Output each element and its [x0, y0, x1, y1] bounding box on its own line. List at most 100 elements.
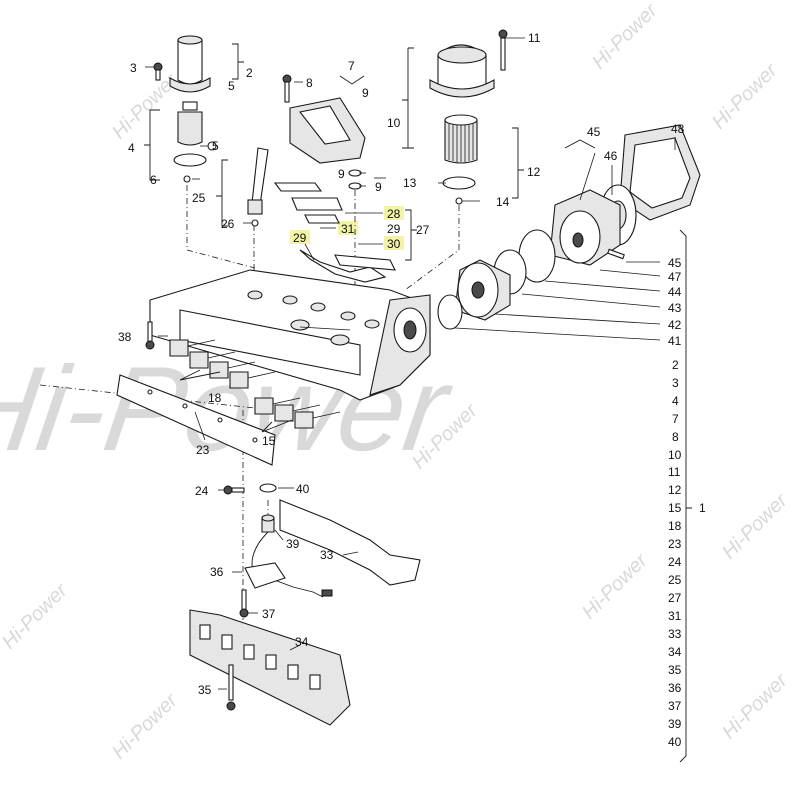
highlight-31 [338, 221, 358, 235]
bolt-24 [223, 485, 245, 495]
callout-41: 41 [668, 334, 682, 348]
rail-34-slots [199, 624, 321, 690]
callout-45: 45 [587, 125, 601, 139]
filter-pleats [448, 124, 474, 162]
kit-item: 23 [668, 537, 682, 551]
pump-assembly [437, 124, 701, 330]
callout-7: 7 [348, 59, 355, 73]
kit-item: 36 [668, 681, 682, 695]
watermark-small: Hi-Power [0, 579, 73, 654]
callout-46: 46 [604, 149, 618, 163]
watermark-small: Hi-Power [718, 489, 793, 564]
callout-23: 23 [196, 443, 210, 457]
kit-item: 35 [668, 663, 682, 677]
kit-item: 37 [668, 699, 682, 713]
callout-26: 26 [221, 217, 235, 231]
rail-34 [189, 609, 351, 726]
callout-8: 8 [306, 76, 313, 90]
highlight-28 [384, 206, 404, 220]
kit-item: 25 [668, 573, 682, 587]
kit-item: 15 [668, 501, 682, 515]
watermark-small: Hi-Power [708, 59, 783, 134]
callout-29: 29 [387, 222, 401, 236]
callout-35: 35 [198, 683, 212, 697]
callout-42: 42 [668, 318, 682, 332]
callout-43: 43 [668, 301, 682, 315]
callout-11: 11 [528, 31, 541, 45]
cover-assembly [282, 74, 366, 190]
cylinder-head [149, 269, 431, 401]
watermark-small: Hi-Power [108, 689, 183, 764]
kit-number: 1 [699, 501, 706, 515]
callout-15: 15 [262, 434, 276, 448]
callout-47: 47 [668, 270, 682, 284]
callout-40: 40 [296, 482, 310, 496]
kit-item: 24 [668, 555, 682, 569]
filter-housing-left [153, 35, 217, 183]
highlight-29 [290, 230, 310, 244]
watermark-small: Hi-Power [578, 549, 653, 624]
callout-37: 37 [262, 607, 276, 621]
callout-6: 6 [150, 173, 157, 187]
kit-item: 18 [668, 519, 682, 533]
callout-24: 24 [195, 484, 209, 498]
kit-contents-list: 2 3 4 7 8 10 11 12 15 18 23 24 25 27 31 … [668, 358, 706, 749]
callout-4: 4 [128, 141, 135, 155]
callout-28: 28 [387, 207, 401, 221]
callout-36: 36 [210, 565, 224, 579]
callout-5: 5 [228, 79, 235, 93]
highlight-30 [384, 236, 404, 250]
kit-item: 12 [668, 483, 682, 497]
leader-lines [144, 37, 692, 763]
kit-item: 31 [668, 609, 682, 623]
callout-labels: 11 3 2 5 8 7 9 10 4 5 6 9 9 12 13 14 25 … [118, 31, 685, 697]
kit-item: 27 [668, 591, 682, 605]
callout-10: 10 [387, 116, 401, 130]
callout-39: 39 [286, 537, 300, 551]
kit-item: 11 [668, 465, 681, 479]
callout-9: 9 [362, 86, 369, 100]
callout-34: 34 [295, 635, 309, 649]
callout-9: 9 [375, 180, 382, 194]
actuators [169, 339, 341, 429]
kit-item: 39 [668, 717, 682, 731]
callout-38: 38 [118, 330, 132, 344]
callout-13: 13 [403, 176, 417, 190]
callout-29: 29 [293, 231, 307, 245]
kit-item: 3 [672, 376, 679, 390]
callout-9: 9 [338, 167, 345, 181]
callout-27: 27 [416, 223, 430, 237]
callout-5: 5 [212, 139, 219, 153]
callout-33: 33 [320, 548, 334, 562]
wiring-harness [239, 483, 421, 618]
watermark-small: Hi-Power [718, 669, 793, 744]
callout-45: 45 [668, 256, 682, 270]
dipstick-tube [247, 147, 269, 227]
kit-item: 2 [672, 358, 679, 372]
callout-30: 30 [387, 237, 401, 251]
callout-2: 2 [246, 66, 253, 80]
callout-14: 14 [496, 195, 510, 209]
kit-item: 33 [668, 627, 682, 641]
oil-filter-center [429, 29, 508, 205]
kit-item: 7 [672, 412, 679, 426]
callout-44: 44 [668, 285, 682, 299]
callout-12: 12 [527, 165, 541, 179]
kit-item: 8 [672, 430, 679, 444]
bolt-38 [145, 321, 155, 350]
callout-3: 3 [130, 61, 137, 75]
gasket-set [273, 182, 396, 283]
kit-item: 10 [668, 448, 682, 462]
valve-bores [247, 290, 380, 346]
callout-18: 18 [208, 391, 222, 405]
kit-item: 4 [672, 394, 679, 408]
watermark-small: Hi-Power [588, 0, 663, 74]
callout-31: 31 [341, 222, 355, 236]
rail-23 [116, 374, 276, 466]
callout-48: 48 [671, 122, 685, 136]
kit-item: 34 [668, 645, 682, 659]
callout-25: 25 [192, 191, 206, 205]
kit-item: 40 [668, 735, 682, 749]
